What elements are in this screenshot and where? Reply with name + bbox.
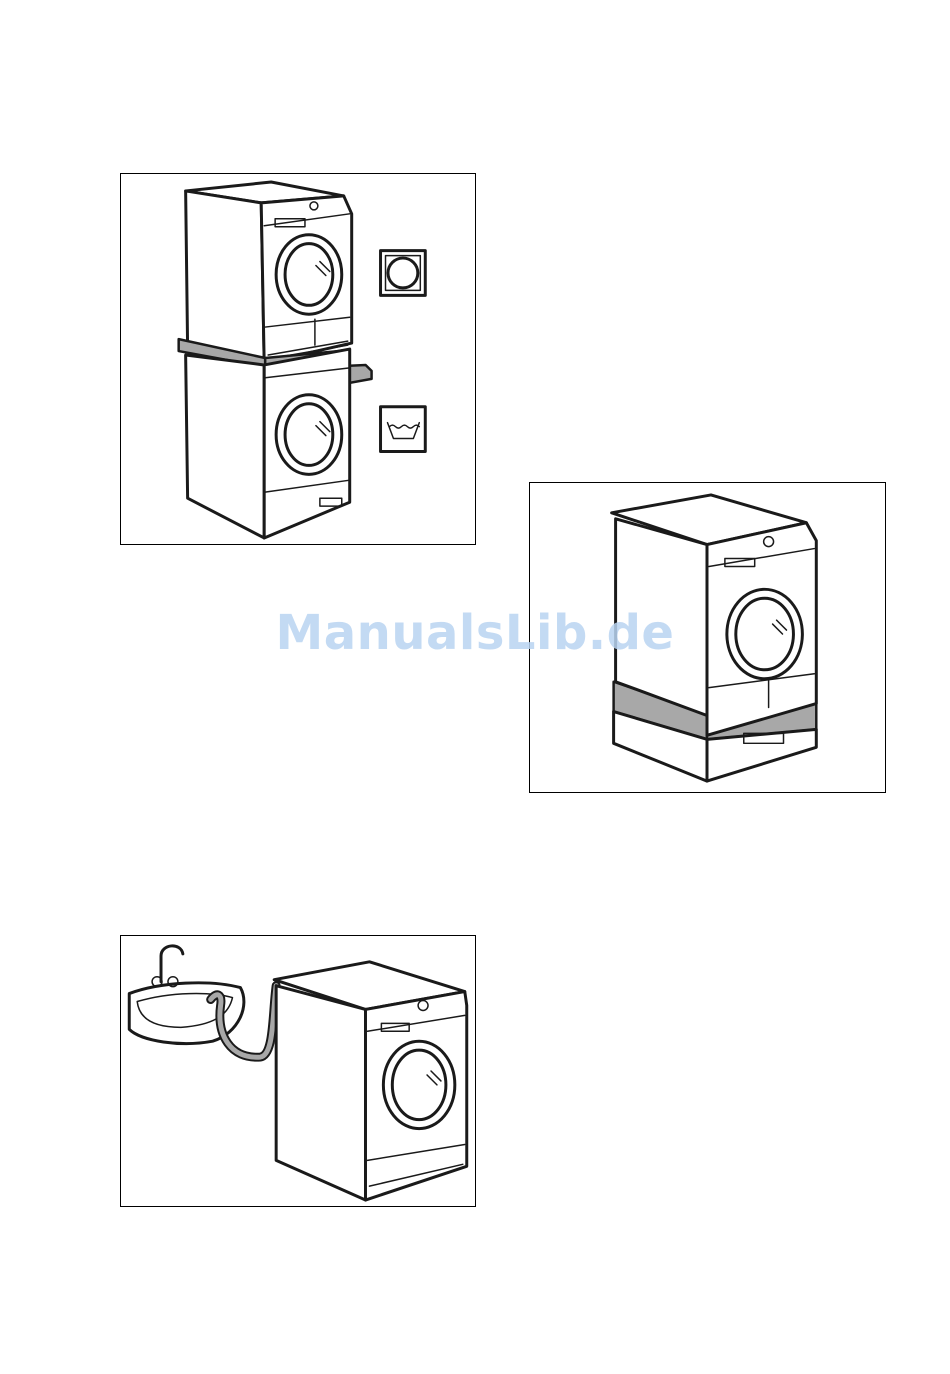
stacked-appliances-illustration <box>121 174 475 544</box>
dryer-upper-unit <box>186 182 352 363</box>
drain-hose-sink-illustration <box>121 936 475 1206</box>
tumble-dry-symbol-icon <box>381 251 426 296</box>
sink <box>129 946 244 1044</box>
figure-drain-hose-sink <box>120 935 476 1207</box>
washer-lower-unit <box>186 349 350 538</box>
figure-stacked-appliances <box>120 173 476 545</box>
dryer-unit <box>274 962 467 1200</box>
watermark: ManualsLib.de <box>0 605 950 661</box>
wash-tub-symbol-icon <box>381 407 426 452</box>
